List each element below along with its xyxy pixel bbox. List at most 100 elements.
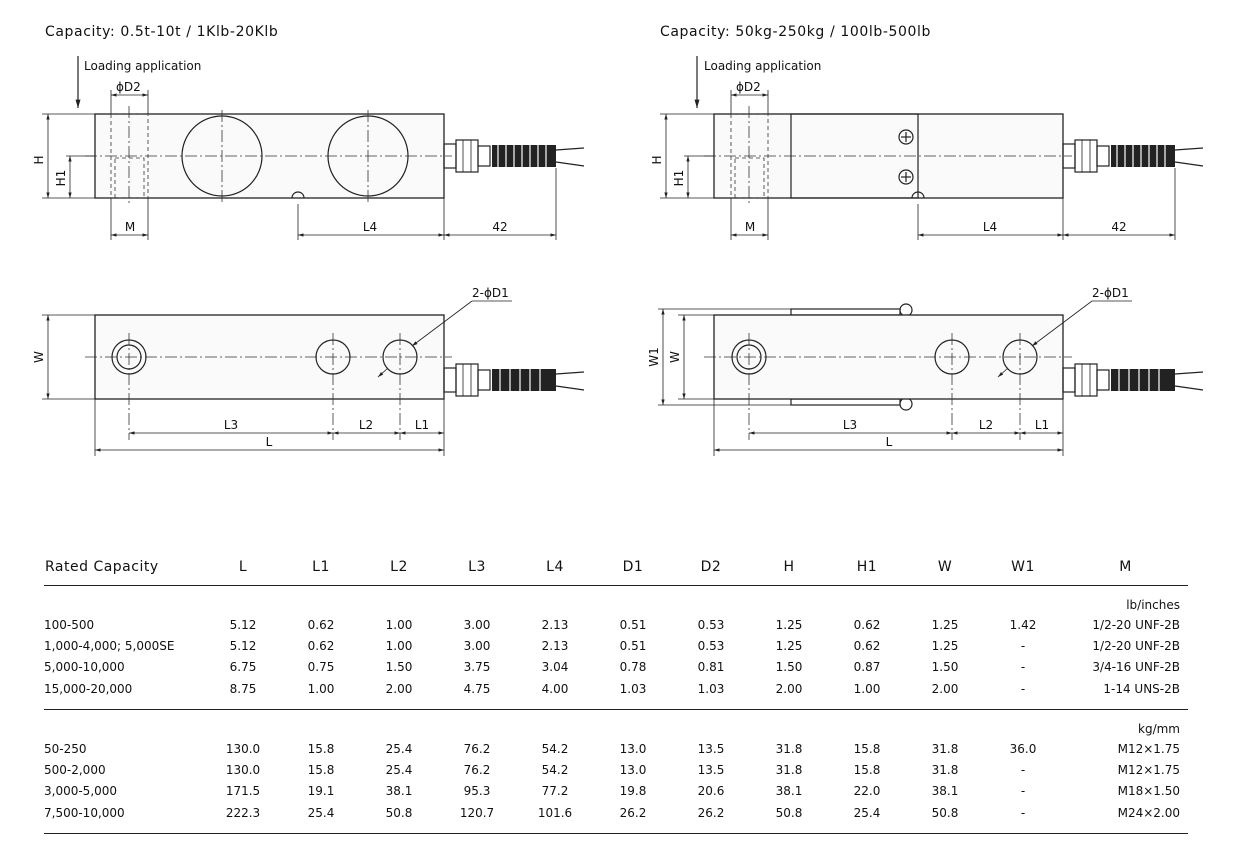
left-capacity-title: Capacity: 0.5t-10t / 1Klb-20Klb (45, 24, 279, 40)
table-cell: 0.87 (853, 659, 881, 674)
table-cell: 15.8 (853, 762, 881, 777)
table-cell: 0.51 (619, 617, 647, 632)
dim-W: W (32, 351, 46, 363)
table-cell: 1-14 UNS-2B (1062, 677, 1188, 710)
table-cell-capacity: 15,000-20,000 (44, 677, 204, 710)
dim-L3: L3 (224, 418, 238, 432)
table-cell: 25.4 (282, 801, 360, 834)
header-D1: D1 (594, 549, 672, 586)
header-L1: L1 (282, 549, 360, 586)
header-H: H (750, 549, 828, 586)
table-cell: 3.04 (541, 659, 569, 674)
table-cell-capacity: 7,500-10,000 (44, 801, 204, 834)
table-cell: 120.7 (438, 801, 516, 834)
table-cell: 2.00 (906, 677, 984, 710)
table-cell: 0.81 (697, 659, 725, 674)
table-cell: 77.2 (541, 783, 569, 798)
dim-cable-length-right: 42 (1111, 220, 1126, 234)
left-plan-view: 2-ϕD1 W L3 L2 L1 L (32, 286, 585, 456)
table-cell: - (1020, 659, 1026, 674)
table-cell: 1.50 (931, 659, 959, 674)
dim-W-right: W (668, 351, 682, 363)
right-plan-view: 2-ϕD1 W1 W L3 L2 L1 L (647, 286, 1204, 456)
table-cell: 25.4 (828, 801, 906, 834)
table-cell-capacity: 5,000-10,000 (44, 659, 125, 674)
table-cell: 2.00 (360, 677, 438, 710)
table-cell: - (984, 677, 1062, 710)
table-cell: 5.12 (229, 617, 257, 632)
dim-H-right: H (650, 155, 664, 164)
dim-L-right: L (886, 435, 893, 449)
table-cell: 50.8 (750, 801, 828, 834)
table-cell: 101.6 (516, 801, 594, 834)
table-cell: 19.1 (307, 783, 335, 798)
header-H1: H1 (828, 549, 906, 586)
table-cell: M18×1.50 (1117, 783, 1180, 798)
table-cell: 0.62 (307, 638, 335, 653)
table-cell: 31.8 (775, 762, 803, 777)
table-cell: 19.8 (619, 783, 647, 798)
table-cell: 1/2-20 UNF-2B (1092, 617, 1180, 632)
table-unit-row: kg/mm (44, 710, 1188, 739)
table-cell: 0.78 (619, 659, 647, 674)
table-cell: 26.2 (672, 801, 750, 834)
table-cell: 1.25 (931, 617, 959, 632)
table-cell: 31.8 (775, 741, 803, 756)
table-cell: 2.00 (750, 677, 828, 710)
header-rated-capacity: Rated Capacity (44, 549, 204, 586)
table-cell: 1.00 (385, 638, 413, 653)
table-cell: 22.0 (853, 783, 881, 798)
table-cell: 222.3 (204, 801, 282, 834)
table-cell: 15.8 (307, 741, 335, 756)
table-cell: 1.25 (931, 638, 959, 653)
table-cell: 3.00 (463, 617, 491, 632)
dim-L1: L1 (415, 418, 429, 432)
table-header-row: Rated Capacity L L1 L2 L3 L4 D1 D2 H H1 … (44, 549, 1188, 586)
table-cell: 20.6 (697, 783, 725, 798)
right-side-view: Loading application ϕD2 (650, 56, 1204, 240)
table-cell: - (1020, 762, 1026, 777)
table-cell: 0.62 (853, 638, 881, 653)
table-cell: 31.8 (931, 741, 959, 756)
dim-D1-right: 2-ϕD1 (1092, 286, 1129, 300)
table-cell-capacity: 1,000-4,000; 5,000SE (44, 638, 175, 653)
right-capacity-title: Capacity: 50kg-250kg / 100lb-500lb (660, 24, 931, 40)
table-cell: 76.2 (463, 762, 491, 777)
header-W: W (906, 549, 984, 586)
loading-label: Loading application (84, 59, 201, 73)
table-cell: 15.8 (853, 741, 881, 756)
header-L: L (204, 549, 282, 586)
table-cell: 1.50 (385, 659, 413, 674)
table-cell: 38.1 (385, 783, 413, 798)
table-cell: 1.00 (282, 677, 360, 710)
table-cell: 1.42 (1009, 617, 1037, 632)
table-cell: 95.3 (463, 783, 491, 798)
header-L3: L3 (438, 549, 516, 586)
table-cell: 2.13 (541, 617, 569, 632)
table-cell: M12×1.75 (1117, 741, 1180, 756)
dim-H1-right: H1 (672, 170, 686, 187)
technical-drawing: Loading application ϕD2 (32, 56, 1204, 456)
unit-label: kg/mm (1138, 722, 1180, 736)
table-cell: 4.00 (516, 677, 594, 710)
table-cell: 3.00 (463, 638, 491, 653)
table-cell: 50.8 (360, 801, 438, 834)
table-cell: 1.25 (775, 638, 803, 653)
table-cell: 0.62 (307, 617, 335, 632)
table-cell: 25.4 (385, 762, 413, 777)
unit-label: lb/inches (1126, 598, 1180, 612)
table-cell-capacity: 500-2,000 (44, 762, 106, 777)
table-cell: 1.25 (775, 617, 803, 632)
table-cell: 1/2-20 UNF-2B (1092, 638, 1180, 653)
table-cell: 3/4-16 UNF-2B (1092, 659, 1180, 674)
table-cell: 171.5 (225, 783, 261, 798)
table-cell: 1.00 (385, 617, 413, 632)
table-cell: 54.2 (541, 762, 569, 777)
dim-D2-right: ϕD2 (736, 80, 761, 94)
table-cell: 15.8 (307, 762, 335, 777)
dimensions-table: Rated Capacity L L1 L2 L3 L4 D1 D2 H H1 … (44, 549, 1188, 834)
dim-H: H (32, 155, 46, 164)
table-cell: 1.00 (828, 677, 906, 710)
